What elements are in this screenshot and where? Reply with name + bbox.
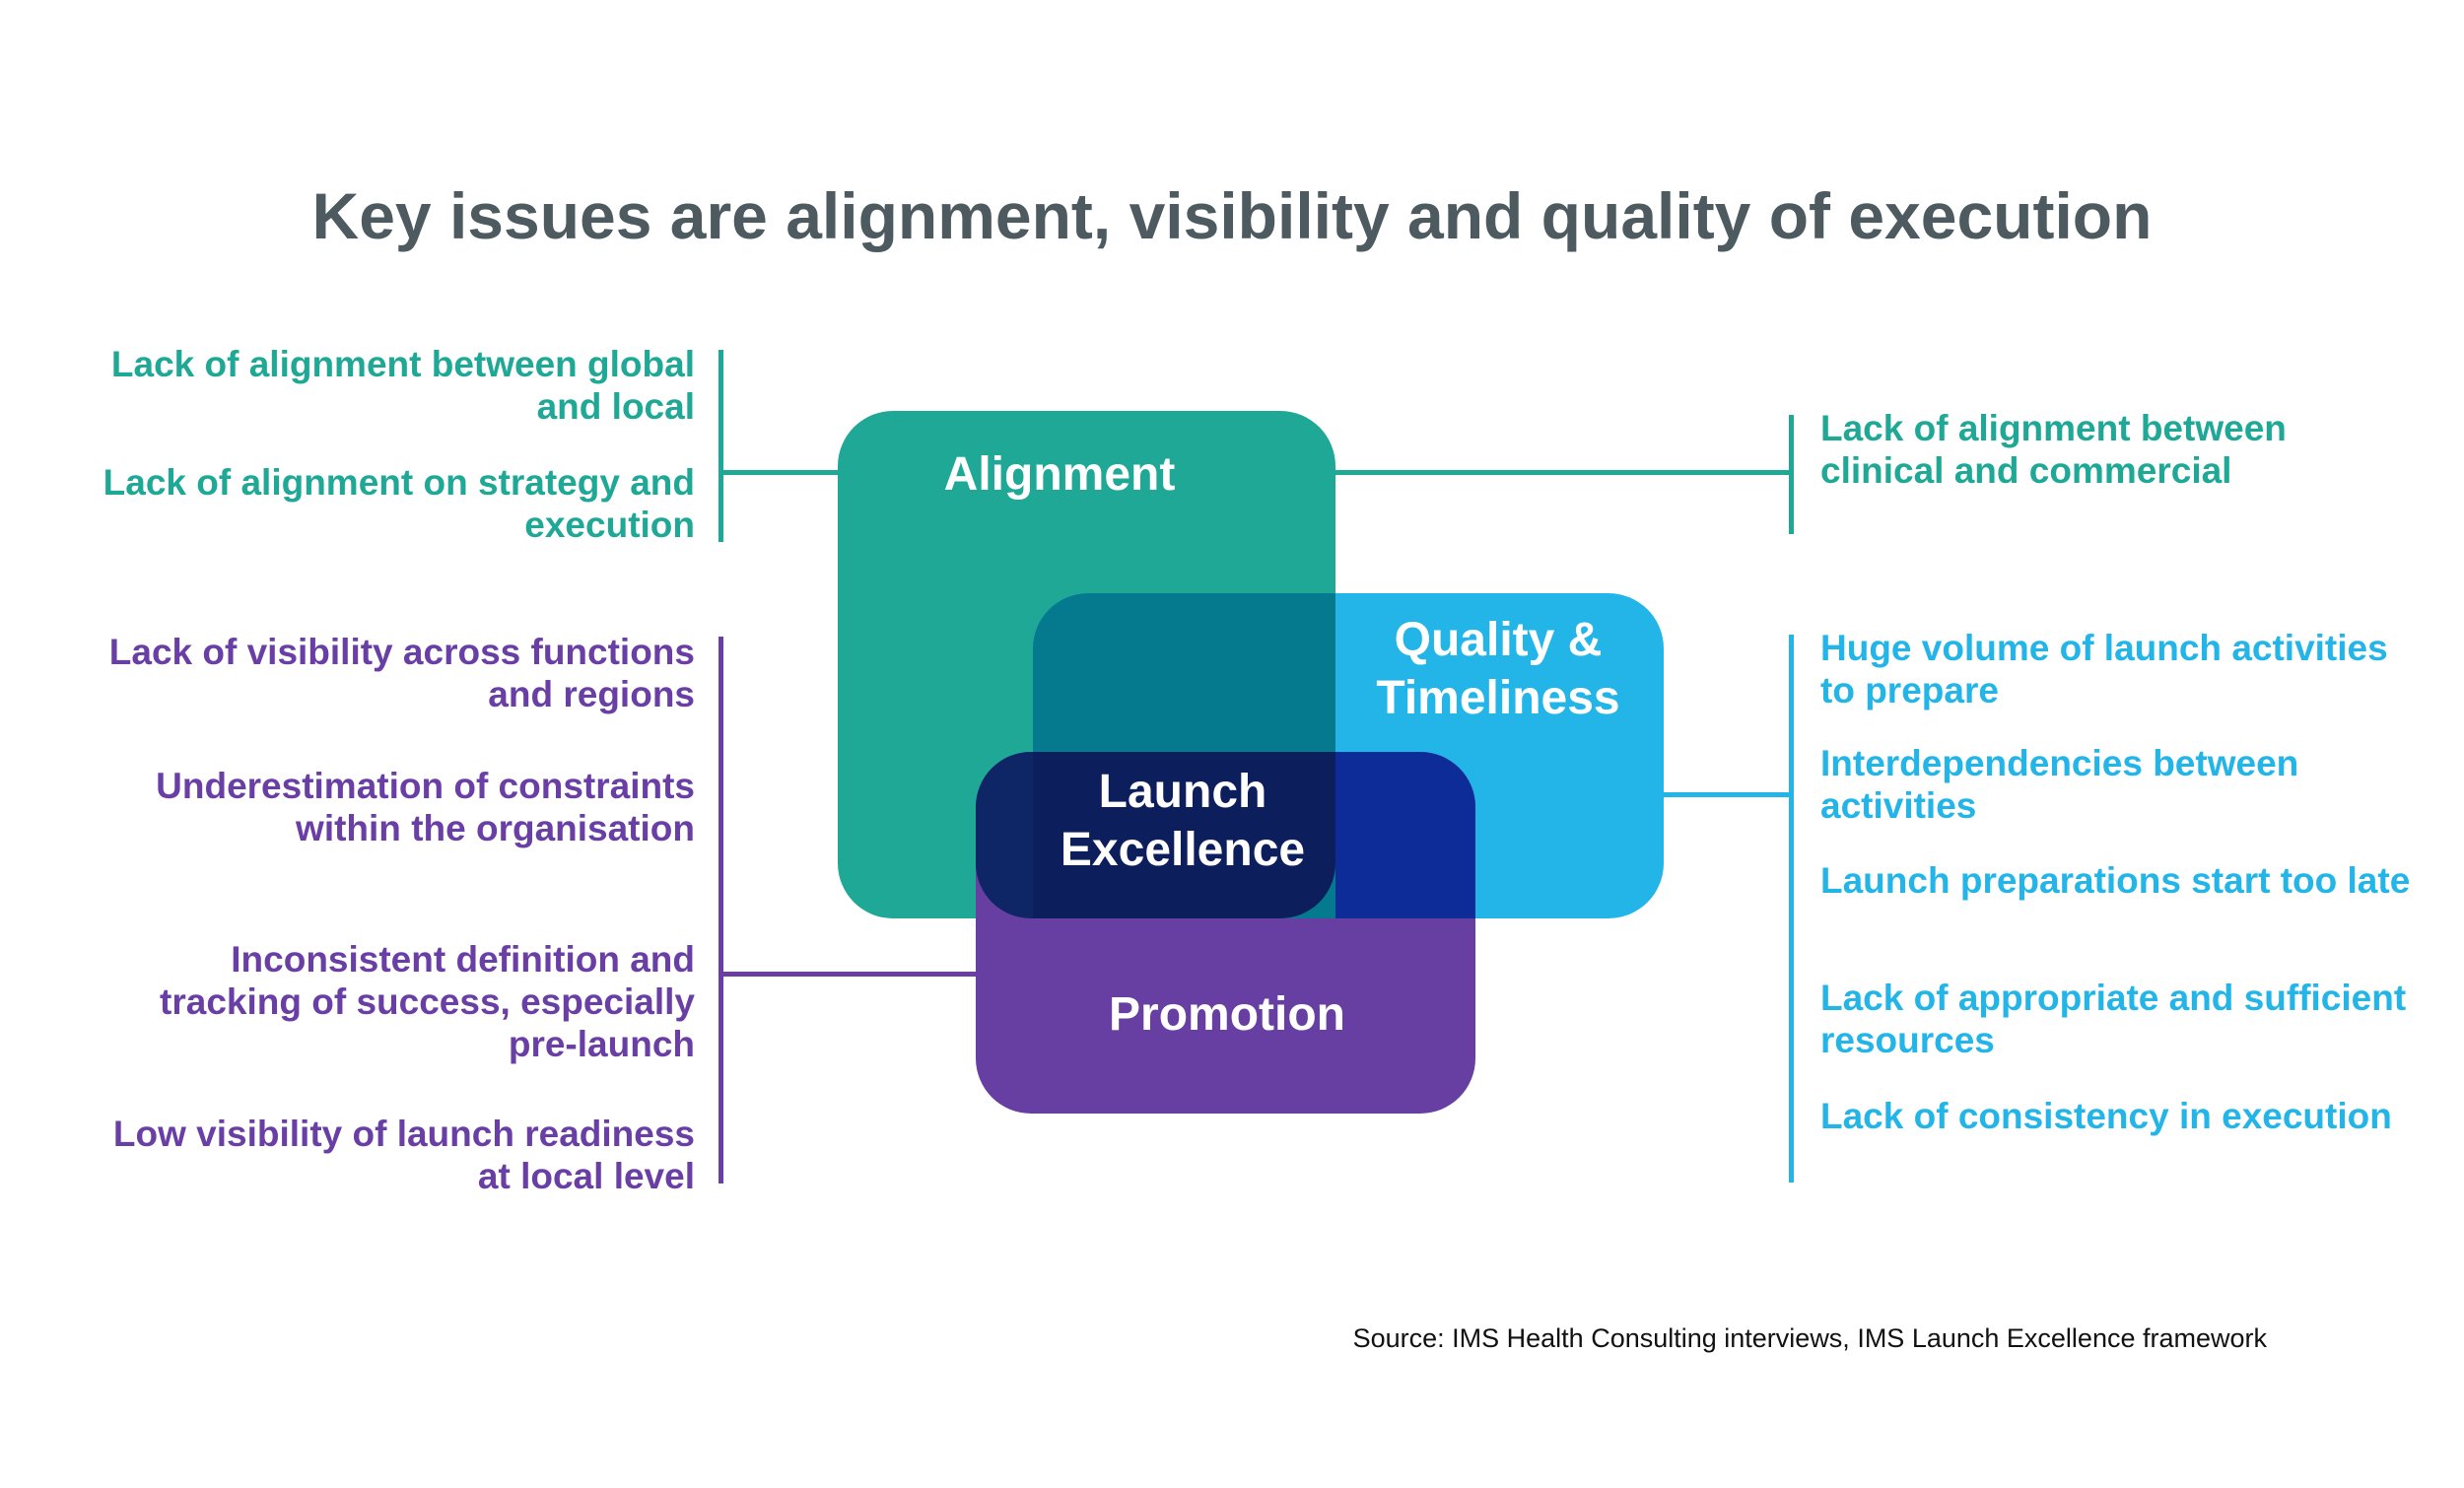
quality-label: Quality & Timeliness [1376,614,1620,724]
alignment-right-bracket [1789,415,1794,534]
alignment-right-connector [1335,470,1794,475]
promotion-issue: Inconsistent definition and tracking of … [160,939,695,1064]
promotion-issue: Underestimation of constraints within th… [156,766,695,848]
alignment-promotion-overlap [976,752,1033,918]
promotion-issue: Low visibility of launch readiness at lo… [112,1114,695,1196]
promotion-label: Promotion [1109,988,1345,1041]
alignment-label: Alignment [943,448,1176,501]
quality-issue: Huge volume of launch activities to prep… [1820,628,2388,710]
alignment-issue: Lack of alignment between global and loc… [110,344,695,427]
alignment-left-bracket [719,350,723,542]
quality-issue: Lack of consistency in execution [1820,1096,2392,1136]
page-title: Key issues are alignment, visibility and… [311,179,2153,252]
quality-promotion-overlap [1335,752,1475,918]
promotion-bracket [719,637,723,1184]
source-note: Source: IMS Health Consulting interviews… [1352,1323,2267,1353]
quality-bracket [1789,635,1794,1183]
quality-issue: Interdependencies between activities [1820,743,2299,826]
alignment-issue: Lack of alignment between clinical and c… [1820,408,2287,491]
promotion-issue: Lack of visibility across functions and … [108,632,695,714]
promotion-connector [719,972,976,977]
launch-excellence-label: Launch Excellence [1060,766,1306,876]
quality-issue: Lack of appropriate and sufficient resou… [1820,978,2407,1060]
quality-connector [1664,792,1794,797]
launch-excellence-core [1033,752,1335,918]
alignment-left-connector [719,470,838,475]
alignment-issue: Lack of alignment on strategy and execut… [103,462,695,545]
quality-issue: Launch preparations start too late [1820,860,2411,901]
